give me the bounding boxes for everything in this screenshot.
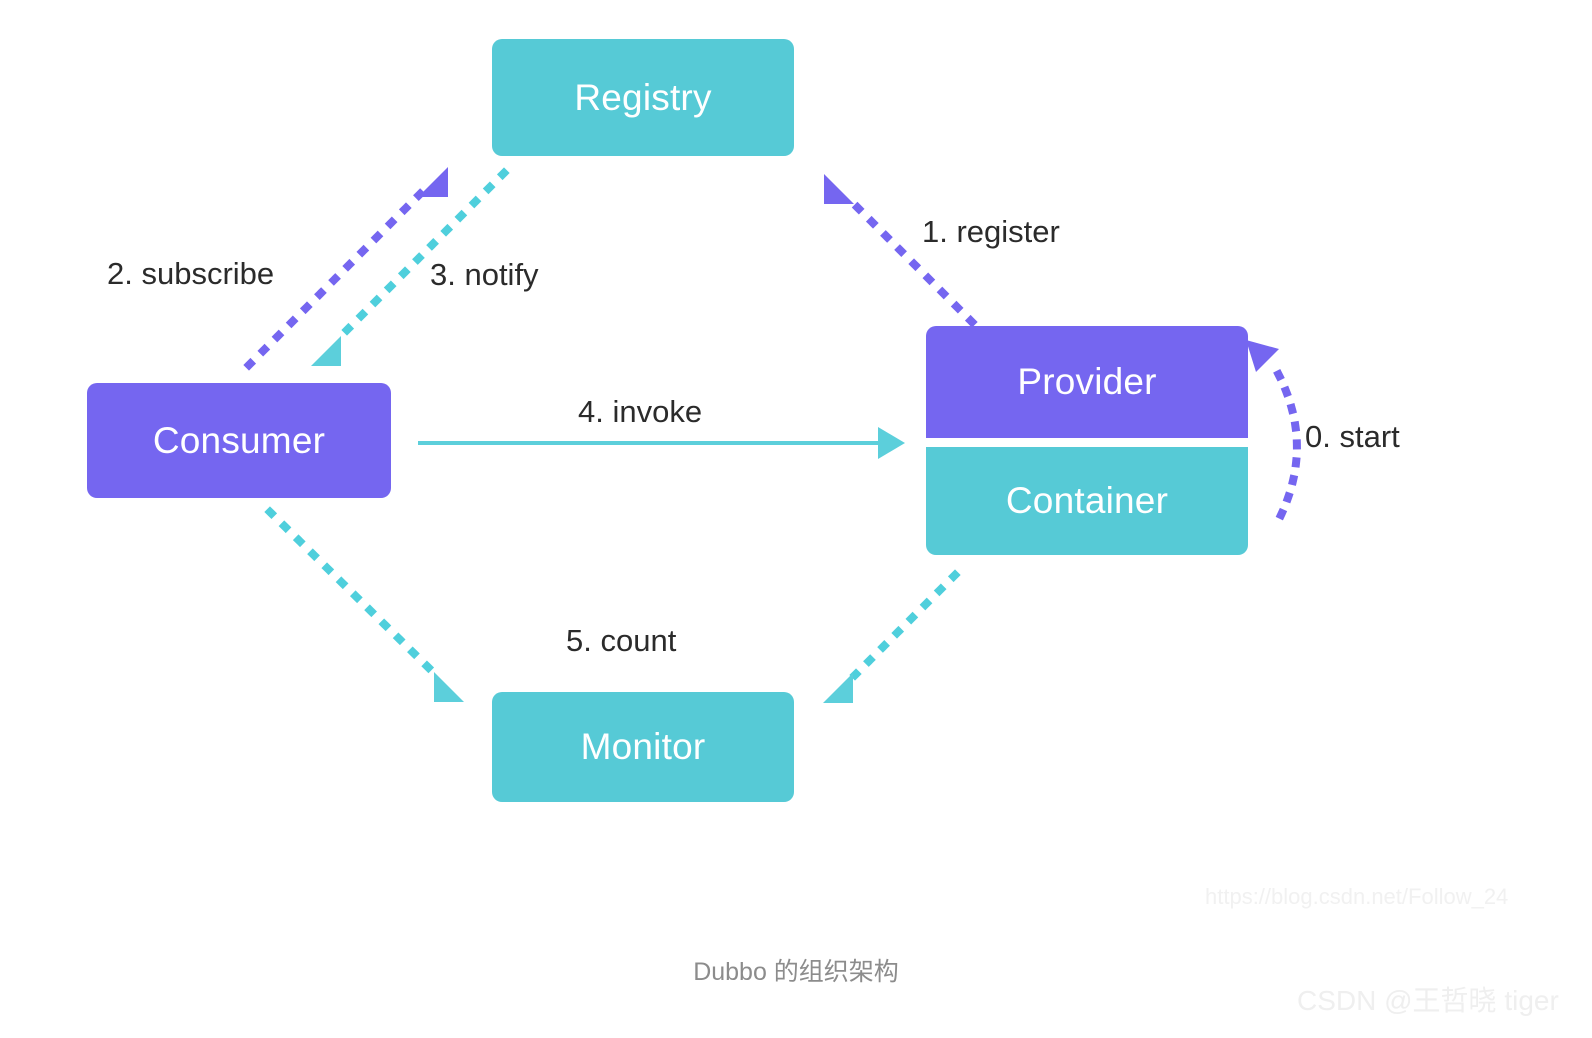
edge-invoke [418, 427, 905, 459]
watermark-url: https://blog.csdn.net/Follow_24 [1205, 884, 1509, 909]
edge-label-invoke: 4. invoke [578, 394, 703, 429]
edge-count-consumer [264, 506, 464, 702]
edge-subscribe [243, 167, 448, 371]
node-registry-label: Registry [574, 76, 712, 118]
edge-label-start: 0. start [1305, 419, 1400, 454]
watermark-author: CSDN @王哲晓 tiger [1297, 985, 1559, 1016]
node-container[interactable]: Container [926, 447, 1248, 555]
node-container-label: Container [1005, 480, 1169, 521]
node-consumer-label: Consumer [152, 419, 326, 461]
node-monitor[interactable]: Monitor [492, 692, 794, 802]
edge-label-count: 5. count [566, 623, 677, 658]
edge-start [1246, 340, 1301, 521]
node-monitor-label: Monitor [580, 726, 706, 767]
edge-label-subscribe: 2. subscribe [107, 256, 275, 291]
node-provider[interactable]: Provider [926, 326, 1248, 438]
edge-label-register: 1. register [922, 214, 1060, 249]
node-consumer[interactable]: Consumer [87, 383, 391, 498]
edge-label-notify: 3. notify [430, 257, 539, 292]
node-provider-label: Provider [1017, 361, 1157, 402]
edge-count-container [823, 569, 961, 703]
node-registry[interactable]: Registry [492, 39, 794, 156]
diagram-caption: Dubbo 的组织架构 [693, 958, 899, 986]
